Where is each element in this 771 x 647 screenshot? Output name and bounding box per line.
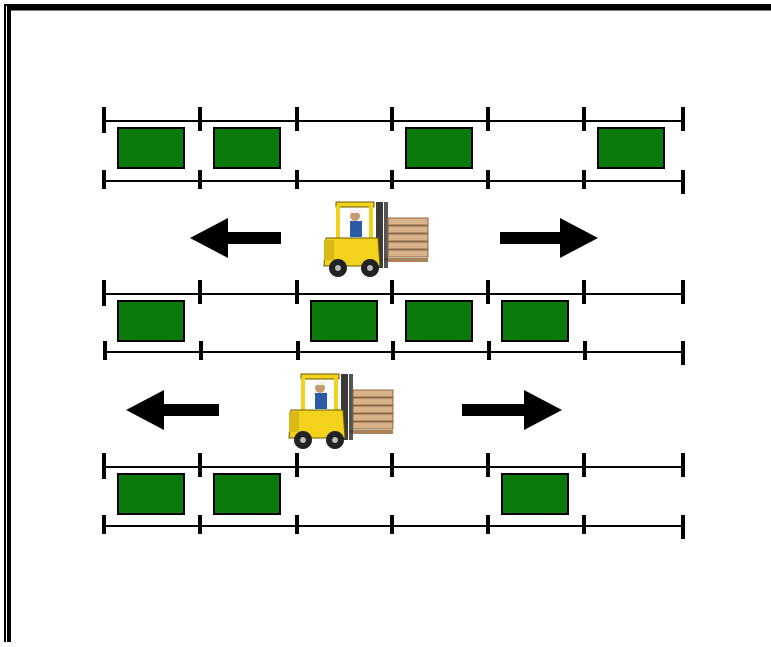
forklift-counterweight: [289, 412, 299, 432]
forklift-pillar-rear: [336, 206, 340, 238]
forklift-mast-rail: [384, 202, 388, 268]
pallet-slot: [501, 473, 569, 515]
pallet-base: [353, 430, 393, 434]
pallet-layer: [387, 249, 429, 258]
forklift-counterweight: [324, 240, 334, 260]
pallet-slot: [405, 127, 473, 169]
pallet-layer: [387, 233, 429, 242]
rack-row-3: [102, 453, 685, 539]
pallet-slot: [597, 127, 665, 169]
pallet-slot: [501, 300, 569, 342]
forklift-front-hub: [332, 437, 338, 443]
pallet-load: [387, 217, 429, 262]
forklift-roof: [335, 201, 375, 208]
aisles: [126, 201, 598, 449]
aisle-2: [126, 373, 562, 449]
driver-head: [350, 211, 360, 221]
arrow-left-icon: [190, 218, 281, 258]
pallet-layer: [352, 421, 394, 430]
pallet-slot: [310, 300, 378, 342]
pallet-layer: [387, 225, 429, 234]
forklift-mast: [376, 202, 383, 268]
arrow-left-icon: [126, 390, 219, 430]
rack-rows: [102, 107, 685, 539]
pallet-base: [388, 258, 428, 262]
forklift-pillar-front: [334, 378, 338, 410]
pallet-slot: [405, 300, 473, 342]
forklift-pillar-front: [369, 206, 373, 238]
forklift-roof: [300, 373, 340, 380]
arrow-right-icon: [500, 218, 598, 258]
rack-row-1: [102, 107, 685, 194]
driver-body: [350, 221, 362, 237]
pallet-slot: [117, 300, 185, 342]
driver-body: [315, 393, 327, 409]
forklift-mast-rail: [349, 374, 353, 440]
forklift-mast: [341, 374, 348, 440]
driver-head: [315, 383, 325, 393]
pallet-slot: [213, 127, 281, 169]
pallet-load: [352, 389, 394, 434]
pallet-slot: [117, 127, 185, 169]
forklift-icon: [323, 201, 429, 277]
pallet-slot: [213, 473, 281, 515]
arrow-right-icon: [462, 390, 562, 430]
rack-row-2: [102, 280, 685, 365]
forklift-pillar-rear: [301, 378, 305, 410]
forklift-rear-hub: [335, 265, 341, 271]
driver-helmet: [315, 381, 326, 385]
forklift-rear-hub: [300, 437, 306, 443]
forklift-icon: [288, 373, 394, 449]
pallet-layer: [352, 405, 394, 414]
pallet-layer: [387, 241, 429, 250]
aisle-1: [190, 201, 598, 277]
pallet-layer: [387, 217, 429, 226]
pallet-slot: [117, 473, 185, 515]
pallet-layer: [352, 413, 394, 422]
pallet-layer: [352, 397, 394, 406]
driver-helmet: [350, 209, 361, 213]
pallet-layer: [352, 389, 394, 398]
forklift-front-hub: [367, 265, 373, 271]
